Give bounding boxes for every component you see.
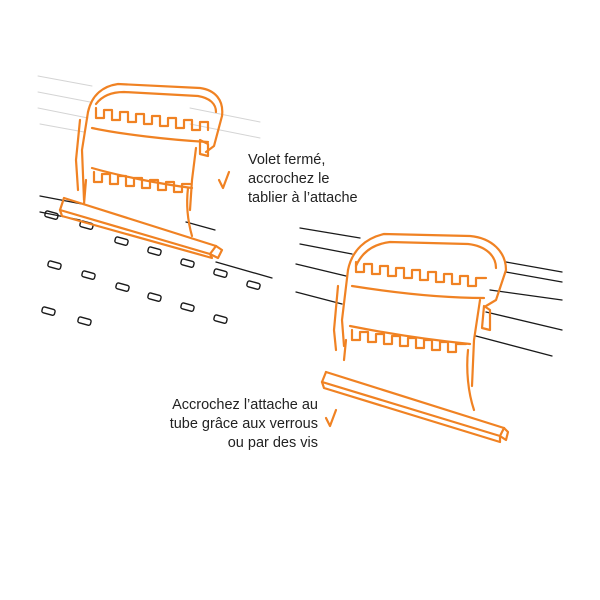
shutter-apron-slats	[37, 75, 273, 326]
attachment-clip-left	[58, 82, 224, 260]
attachment-clip-right	[320, 232, 510, 444]
ghost-slat-lines	[37, 75, 261, 139]
apron-edge-lines	[39, 195, 273, 279]
check-icon	[324, 408, 338, 428]
check-icon	[217, 170, 231, 190]
roller-tube-lines	[295, 227, 563, 357]
slat-slots	[41, 210, 261, 326]
step-1-caption: Volet fermé, accrochez le tablier à l’at…	[248, 152, 358, 206]
step-2-caption: Accrochez l’attache au tube grâce aux ve…	[169, 397, 318, 451]
